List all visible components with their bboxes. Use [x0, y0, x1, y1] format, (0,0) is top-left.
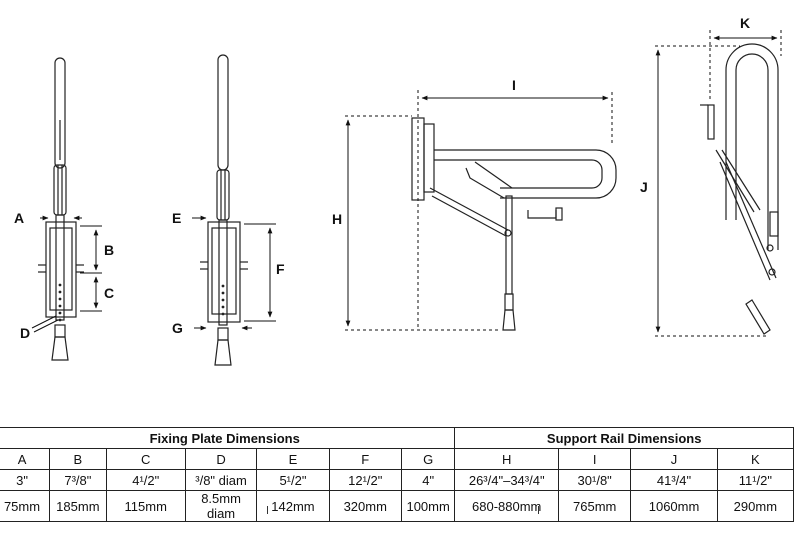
front-view-1-holes — [58, 283, 62, 322]
dimension-c — [80, 276, 102, 312]
col-k: K — [716, 448, 795, 470]
label-k: K — [740, 15, 750, 31]
front-view-2-holes — [221, 284, 225, 316]
col-i: I — [558, 448, 632, 470]
dimension-d — [31, 315, 59, 333]
label-h: H — [332, 211, 342, 227]
table-letter-row: A B C D E F G H I J K — [0, 448, 795, 470]
dimension-k — [709, 30, 782, 100]
col-b: B — [49, 448, 107, 470]
metric-f: 320mm — [328, 490, 402, 522]
metric-b: 185mm — [49, 490, 107, 522]
table-tick-mark — [538, 506, 539, 514]
dimension-f — [244, 223, 276, 322]
metric-e: 142mm — [256, 490, 330, 522]
metric-h: 680-880mm — [454, 490, 560, 522]
dimension-i — [417, 90, 613, 330]
side-view-rail-extended — [411, 117, 617, 331]
table-group-header-row: Fixing Plate Dimensions Support Rail Dim… — [0, 427, 794, 449]
label-g: G — [172, 320, 183, 336]
dimensions-table: Fixing Plate Dimensions Support Rail Dim… — [0, 427, 795, 522]
front-view-rail-1 — [38, 57, 84, 361]
col-a: A — [0, 448, 51, 470]
table-metric-row: 75mm 185mm 115mm 8.5mm diam 142mm 320mm … — [0, 490, 795, 522]
metric-k: 290mm — [716, 490, 795, 522]
dimension-h — [345, 115, 500, 331]
imperial-h: 26³/4"–34³/4" — [454, 469, 560, 491]
table-imperial-row: 3" 7³/8" 4¹/2" ³/8" diam 5¹/2" 12¹/2" 4"… — [0, 469, 795, 491]
metric-i: 765mm — [558, 490, 632, 522]
imperial-e: 5¹/2" — [256, 469, 330, 491]
metric-c: 115mm — [105, 490, 186, 522]
imperial-i: 30¹/8" — [558, 469, 632, 491]
grab-rail-technical-drawing: A B C D E F — [14, 15, 782, 366]
label-f: F — [276, 261, 285, 277]
metric-g: 100mm — [400, 490, 456, 522]
col-h: H — [454, 448, 560, 470]
imperial-d: ³/8" diam — [184, 469, 258, 491]
label-c: C — [104, 285, 114, 301]
imperial-a: 3" — [0, 469, 51, 491]
support-rail-dimensions-heading: Support Rail Dimensions — [454, 427, 794, 449]
metric-d: 8.5mm diam — [184, 490, 258, 522]
side-view-rail-folded — [700, 43, 779, 335]
label-i: I — [512, 77, 516, 93]
dimension-j — [655, 45, 766, 337]
label-d: D — [20, 325, 30, 341]
col-c: C — [105, 448, 186, 470]
col-e: E — [256, 448, 330, 470]
imperial-f: 12¹/2" — [328, 469, 402, 491]
imperial-k: 11¹/2" — [716, 469, 795, 491]
imperial-c: 4¹/2" — [105, 469, 186, 491]
label-b: B — [104, 242, 114, 258]
col-d: D — [184, 448, 258, 470]
label-e: E — [172, 210, 181, 226]
dimension-b — [80, 225, 102, 274]
col-j: J — [630, 448, 718, 470]
label-j: J — [640, 179, 648, 195]
metric-j: 1060mm — [630, 490, 718, 522]
metric-a: 75mm — [0, 490, 51, 522]
col-g: G — [400, 448, 456, 470]
front-view-rail-2 — [200, 54, 248, 366]
fixing-plate-dimensions-heading: Fixing Plate Dimensions — [0, 427, 456, 449]
col-f: F — [328, 448, 402, 470]
label-a: A — [14, 210, 24, 226]
table-tick-mark — [267, 506, 268, 514]
imperial-b: 7³/8" — [49, 469, 107, 491]
imperial-g: 4" — [400, 469, 456, 491]
imperial-j: 41³/4" — [630, 469, 718, 491]
